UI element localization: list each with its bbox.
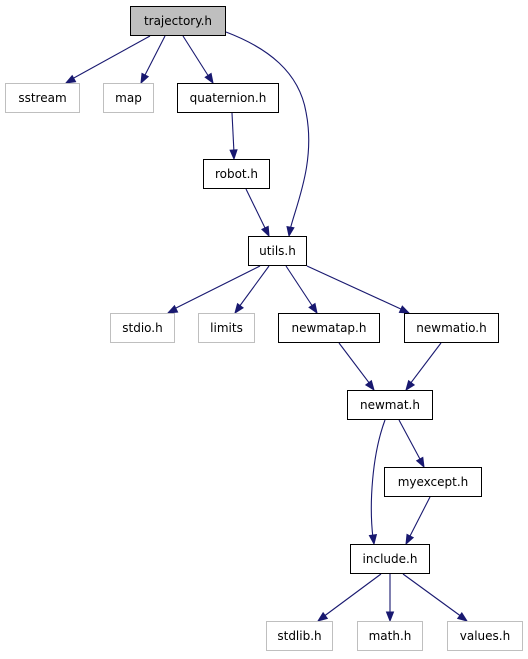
node-math-h[interactable]: math.h bbox=[357, 621, 423, 651]
arrowhead-icon bbox=[166, 304, 179, 314]
edge-line bbox=[285, 265, 314, 308]
node-newmatap-h[interactable]: newmatap.h bbox=[278, 313, 380, 343]
edge-line bbox=[306, 265, 404, 311]
arrowhead-icon bbox=[261, 225, 270, 238]
node-quaternion-h[interactable]: quaternion.h bbox=[177, 83, 279, 113]
arrowhead-icon bbox=[405, 533, 415, 546]
arrowhead-icon bbox=[405, 379, 416, 392]
node-values-h[interactable]: values.h bbox=[447, 621, 523, 651]
edge-line bbox=[143, 35, 166, 78]
edge-line bbox=[370, 419, 386, 539]
edge-trajectory-to-sstream bbox=[64, 35, 151, 84]
arrowhead-icon bbox=[229, 149, 238, 161]
arrowhead-icon bbox=[286, 225, 295, 238]
arrowhead-icon bbox=[234, 302, 244, 315]
arrowhead-icon bbox=[398, 305, 411, 314]
edge-robot-to-utils bbox=[245, 188, 270, 238]
node-sstream[interactable]: sstream bbox=[5, 83, 80, 113]
edge-line bbox=[322, 573, 382, 618]
arrowhead-icon bbox=[64, 74, 77, 84]
edge-line bbox=[398, 419, 422, 462]
edge-line bbox=[173, 265, 261, 310]
node-newmat-h[interactable]: newmat.h bbox=[347, 390, 433, 420]
node-limits[interactable]: limits bbox=[198, 313, 255, 343]
edge-include-to-stdlib bbox=[316, 573, 382, 622]
edge-line bbox=[182, 35, 210, 78]
edge-line bbox=[245, 188, 267, 231]
edge-include-to-values bbox=[402, 573, 469, 622]
edge-utils-to-newmatio bbox=[306, 265, 411, 314]
edge-newmatio-to-newmat bbox=[405, 342, 442, 392]
edge-line bbox=[231, 112, 235, 154]
edge-utils-to-limits bbox=[234, 265, 270, 315]
node-stdio-h[interactable]: stdio.h bbox=[110, 313, 175, 343]
node-myexcept-h[interactable]: myexcept.h bbox=[384, 467, 482, 497]
node-newmatio-h[interactable]: newmatio.h bbox=[404, 313, 499, 343]
edge-line bbox=[338, 342, 371, 385]
arrowhead-icon bbox=[204, 72, 214, 85]
edge-newmat-to-myexcept bbox=[398, 419, 425, 469]
node-trajectory-h[interactable]: trajectory.h bbox=[130, 6, 226, 36]
edge-trajectory-to-map bbox=[140, 35, 166, 85]
node-map[interactable]: map bbox=[103, 83, 154, 113]
edge-newmatap-to-newmat bbox=[338, 342, 375, 392]
edge-trajectory-to-utils bbox=[225, 31, 310, 238]
edge-quaternion-to-robot bbox=[229, 112, 238, 161]
arrowhead-icon bbox=[415, 456, 425, 469]
node-stdlib-h[interactable]: stdlib.h bbox=[266, 621, 333, 651]
node-include-h[interactable]: include.h bbox=[350, 544, 430, 574]
edge-include-to-math bbox=[385, 574, 395, 623]
arrowhead-icon bbox=[308, 302, 318, 315]
edge-line bbox=[238, 265, 270, 308]
arrowhead-icon bbox=[385, 611, 395, 623]
arrowhead-icon bbox=[140, 72, 150, 85]
edge-line bbox=[225, 31, 310, 231]
edge-line bbox=[71, 35, 151, 80]
edge-newmat-to-include bbox=[368, 419, 386, 546]
arrowhead-icon bbox=[368, 534, 378, 546]
edge-trajectory-to-quaternion bbox=[182, 35, 214, 85]
arrowhead-icon bbox=[364, 379, 375, 392]
arrowhead-icon bbox=[456, 612, 469, 622]
edge-line bbox=[409, 342, 442, 385]
arrowhead-icon bbox=[316, 611, 329, 622]
edge-myexcept-to-include bbox=[405, 496, 431, 546]
edge-utils-to-stdio bbox=[166, 265, 261, 314]
edge-line bbox=[402, 573, 463, 618]
node-utils-h[interactable]: utils.h bbox=[248, 236, 307, 266]
edge-utils-to-newmatap bbox=[285, 265, 318, 315]
edge-line bbox=[408, 496, 431, 539]
node-robot-h[interactable]: robot.h bbox=[203, 159, 270, 189]
